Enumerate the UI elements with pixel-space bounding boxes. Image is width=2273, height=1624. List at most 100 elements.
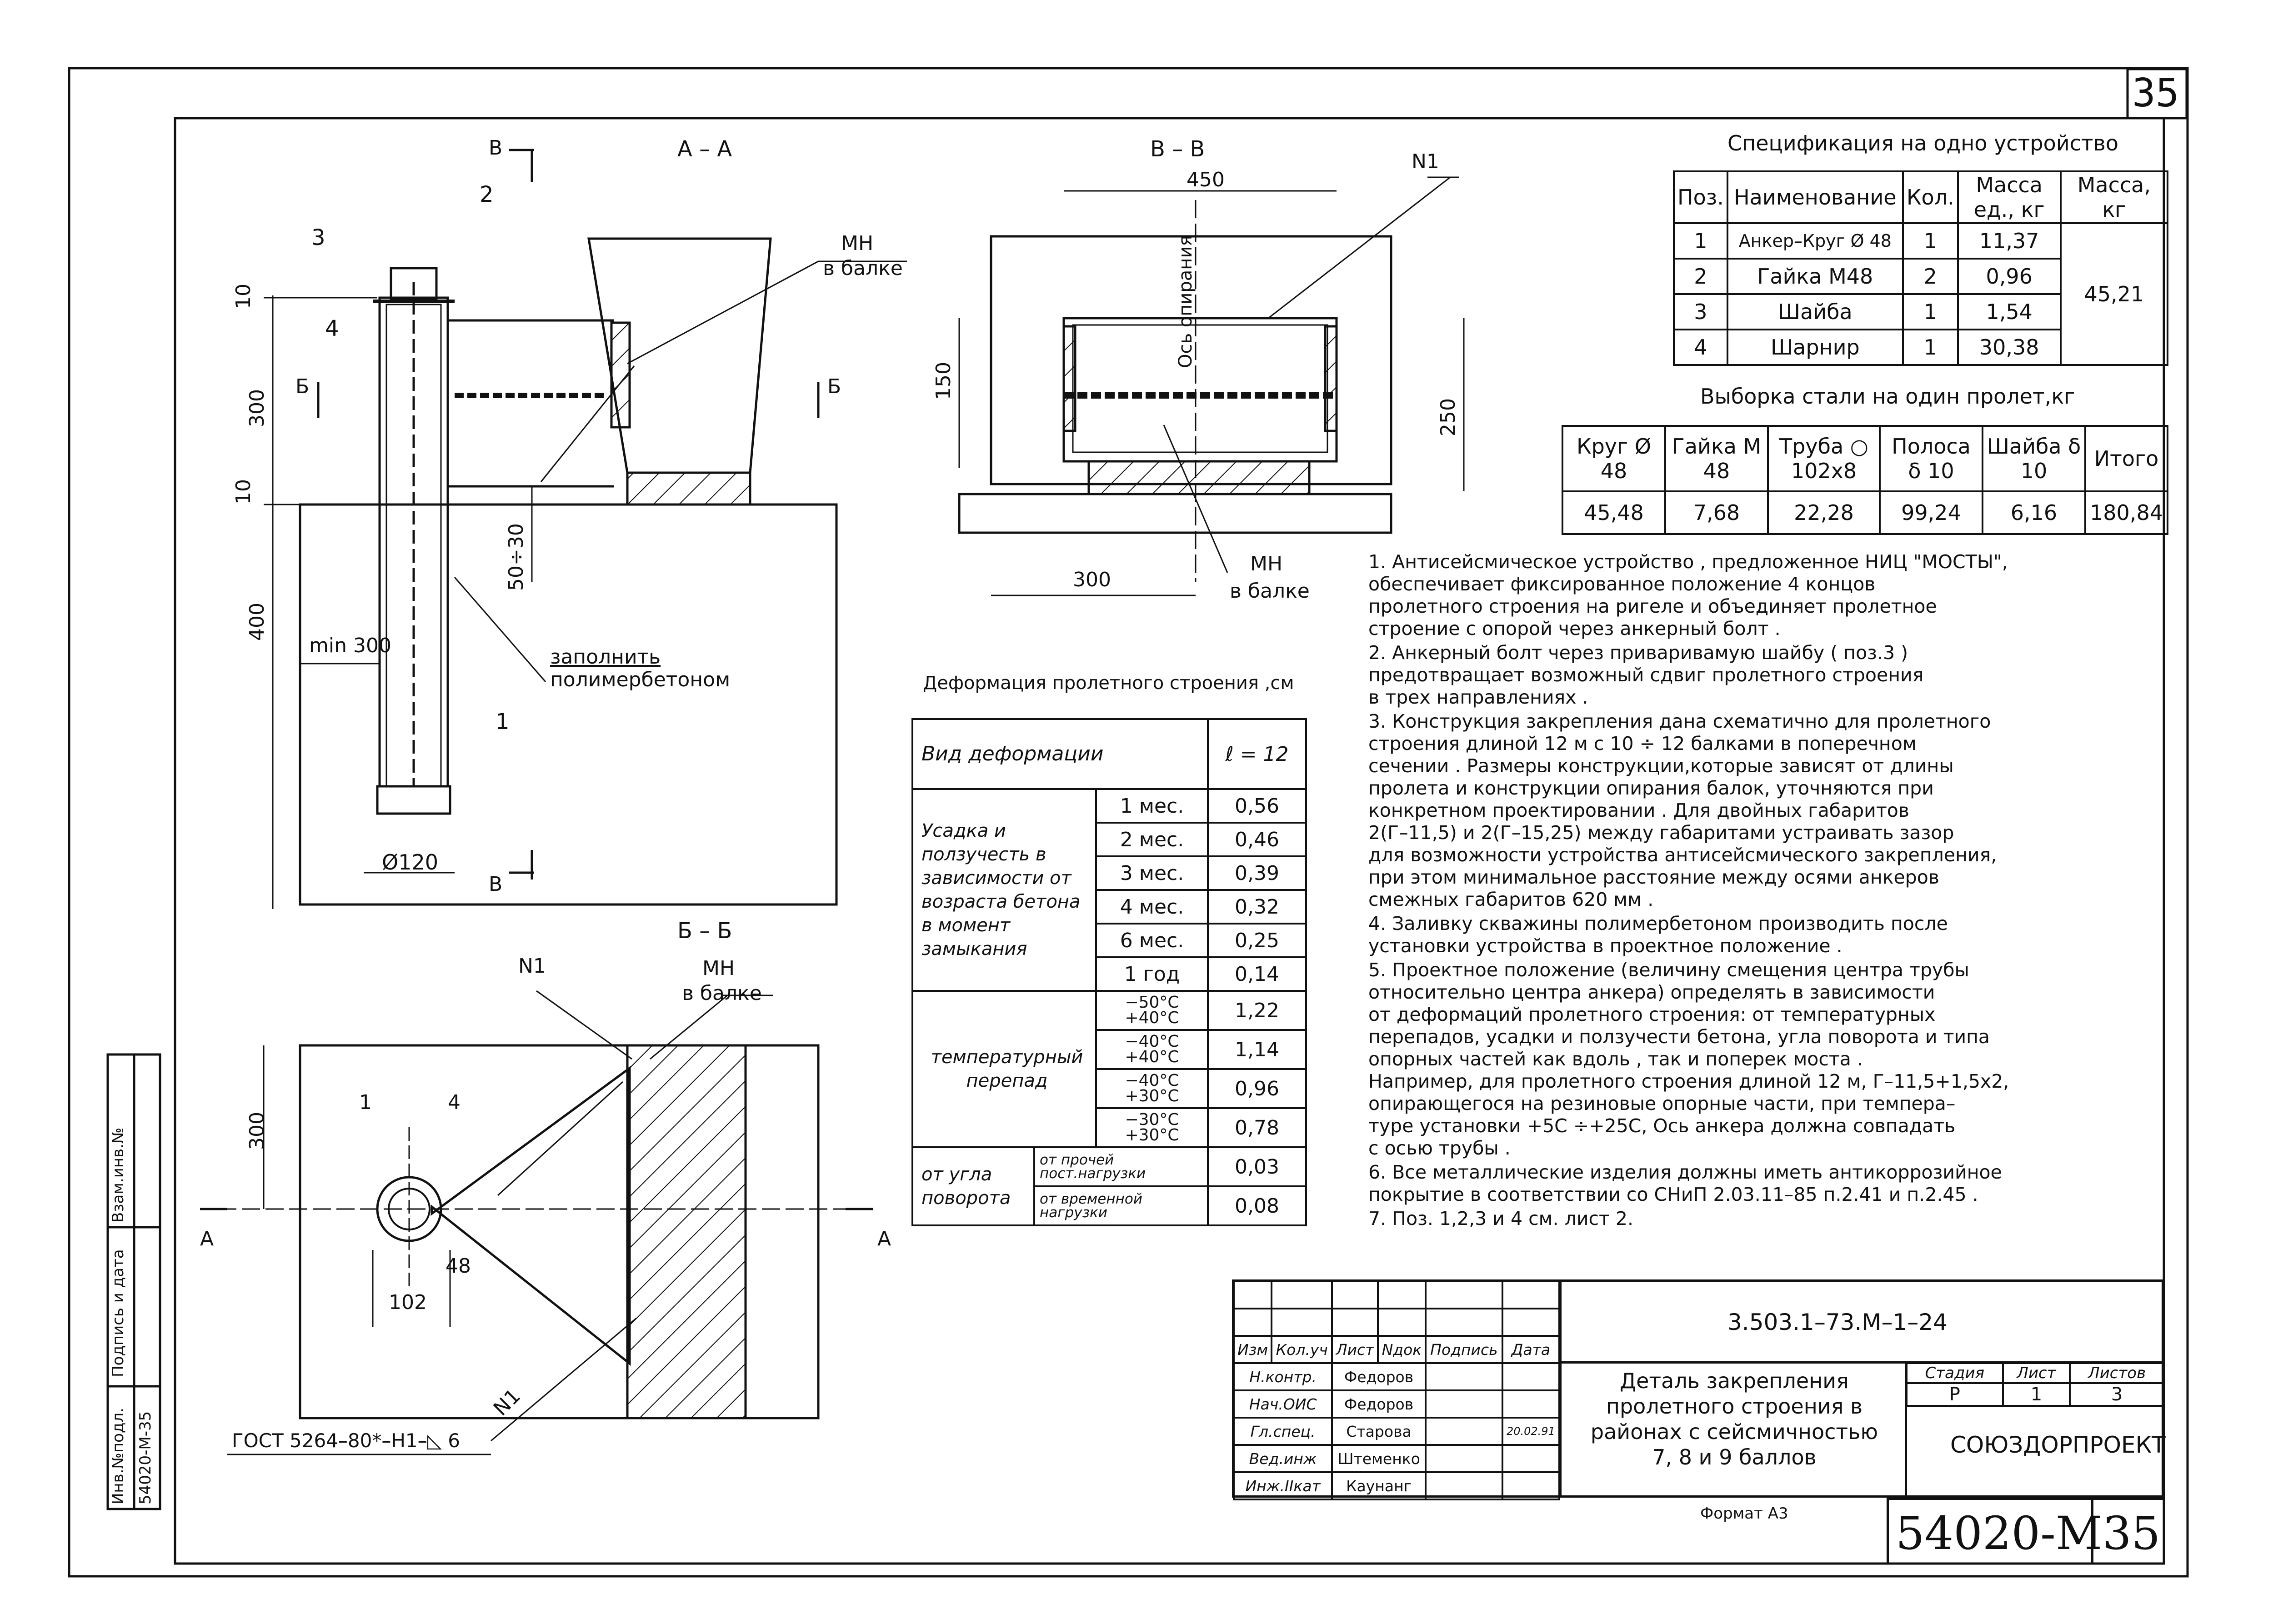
view-section-b	[200, 990, 873, 1455]
cc-label-mn: МН	[702, 957, 735, 980]
spec-row-name: Шайба	[1726, 293, 1904, 330]
bb-dim-300: 300	[1073, 568, 1111, 591]
steel-header: Круг Ø 48	[1562, 425, 1666, 492]
spec-header-name: Наименование	[1726, 170, 1904, 224]
stamp-header: Лист	[1331, 1335, 1379, 1364]
spec-row-pos: 3	[1673, 293, 1728, 330]
spec-header-mass: Масса, кг	[2059, 170, 2169, 224]
deform-row-label: −30°С +30°С	[1095, 1107, 1209, 1148]
bb-label-in-beam: в балке	[1230, 580, 1310, 603]
stamp-header: Кол.уч	[1271, 1335, 1333, 1364]
deform-group-temperature: температурный перепад	[911, 990, 1097, 1148]
side-stamp-label-replace: Взам.инв.№	[109, 1127, 127, 1223]
aa-pos-3: 3	[311, 225, 325, 250]
sheet-number-top: 35	[2132, 70, 2179, 116]
deform-row-value: 0,56	[1207, 788, 1307, 824]
stamp-date: 20.02.91	[1501, 1417, 1561, 1446]
stamp-header: Изм	[1232, 1335, 1273, 1364]
title-block-signatures: Изм Кол.уч Лист Nдок Подпись Дата Н.конт…	[1232, 1280, 1561, 1500]
stamp-signature	[1424, 1471, 1503, 1500]
spec-row-mass: 30,38	[1957, 329, 2062, 366]
side-stamp-inv-value: 54020-М-35	[136, 1411, 155, 1504]
note-6: 6. Все металлические изделия должны имет…	[1368, 1161, 2002, 1205]
stamp-signature	[1424, 1417, 1503, 1446]
view-section-b-title: Б – Б	[677, 918, 732, 944]
sheet-code-number: 35	[2103, 1507, 2161, 1560]
spec-header-unit-mass: Масса ед., кг	[1957, 170, 2062, 224]
stage-header: Листов	[2069, 1362, 2165, 1384]
deform-row-value: 0,03	[1207, 1146, 1307, 1187]
aa-callout-in-beam: в балке	[823, 257, 903, 280]
deform-row-label: −40°С +40°С	[1095, 1029, 1209, 1070]
steel-value: 180,84	[2084, 490, 2168, 535]
note-7: 7. Поз. 1,2,3 и 4 см. лист 2.	[1368, 1208, 1634, 1229]
deform-row-value: 1,22	[1207, 990, 1307, 1031]
spec-row-name: Гайка М48	[1726, 258, 1904, 295]
aa-mark-b-bottom: В	[489, 873, 503, 896]
steel-header: Полоса δ 10	[1879, 425, 1983, 492]
deform-row-value: 0,39	[1207, 855, 1307, 891]
spec-table-title: Спецификация на одно устройство	[1727, 131, 2118, 155]
cc-mark-a-right: А	[877, 1227, 891, 1250]
steel-header: Итого	[2084, 425, 2168, 492]
cc-dim-300: 300	[245, 1112, 269, 1150]
spec-row-pos: 2	[1673, 258, 1728, 295]
stamp-person: Каунанг	[1331, 1471, 1427, 1500]
spec-row-mass: 0,96	[1957, 258, 2062, 295]
deform-row-value: 0,78	[1207, 1107, 1307, 1148]
steel-value: 99,24	[1879, 490, 1983, 535]
cc-label-n1-top: N1	[518, 954, 546, 978]
steel-value: 7,68	[1664, 490, 1769, 535]
steel-value: 22,28	[1767, 490, 1881, 535]
bb-dim-150: 150	[932, 362, 955, 400]
cc-dim-102: 102	[389, 1291, 427, 1314]
deform-row-label: 3 мес.	[1095, 855, 1209, 891]
deform-row-label: 2 мес.	[1095, 822, 1209, 857]
side-stamp-label-inv: Инв.№подл.	[109, 1408, 127, 1504]
deform-row-value: 0,08	[1207, 1185, 1307, 1226]
side-stamp-label-sign: Подпись и дата	[109, 1249, 127, 1377]
aa-mark-b-top: В	[489, 136, 503, 160]
stamp-header: Подпись	[1424, 1335, 1503, 1364]
bb-dim-250: 250	[1437, 398, 1460, 436]
view-bb	[958, 176, 1465, 596]
aa-dim-d120: Ø120	[382, 850, 439, 874]
spec-row-name: Анкер–Круг Ø 48	[1726, 222, 1904, 260]
organization: СОЮЗДОРПРОЕКТ	[1950, 1432, 2166, 1458]
spec-row-qty: 1	[1902, 293, 1959, 330]
note-2: 2. Анкерный болт через приваривамую шайб…	[1368, 642, 1924, 708]
spec-row-mass: 11,37	[1957, 222, 2062, 260]
deform-header-l: ℓ = 12	[1207, 718, 1307, 790]
stamp-person: Старова	[1331, 1417, 1427, 1446]
view-aa-title: А – А	[677, 136, 732, 162]
spec-total-mass: 45,21	[2059, 222, 2169, 366]
inner-frame	[174, 117, 2165, 1565]
sheets-total: 3	[2069, 1382, 2165, 1407]
aa-mark-section-right: Б	[827, 375, 841, 398]
steel-header: Труба ○ 102х8	[1767, 425, 1881, 492]
deform-row-value: 1,14	[1207, 1029, 1307, 1070]
bb-dim-450: 450	[1187, 168, 1225, 191]
cc-mark-a-left: А	[200, 1227, 214, 1250]
spec-row-name: Шарнир	[1726, 329, 1904, 366]
deform-row-label: 1 мес.	[1095, 788, 1209, 824]
cc-label-in-beam: в балке	[682, 982, 762, 1005]
sheet-value: 1	[2002, 1382, 2071, 1407]
deform-row-label: от временной нагрузки	[1033, 1185, 1209, 1226]
steel-header: Гайка М 48	[1664, 425, 1769, 492]
deform-table-title: Деформация пролетного строения ,см	[923, 673, 1294, 694]
deform-group-rotation: от угла поворота	[911, 1146, 1035, 1226]
cc-label-pos1: 1	[359, 1091, 372, 1114]
notes-block: 1. Антисейсмическое устройство , предлож…	[1368, 551, 2178, 1232]
stamp-role: Нач.ОИС	[1232, 1389, 1333, 1419]
aa-mark-section-left: Б	[295, 375, 310, 398]
spec-row-mass: 1,54	[1957, 293, 2062, 330]
stamp-person: Федоров	[1331, 1362, 1427, 1391]
aa-dim-10-bottom: 10	[232, 479, 255, 505]
sheet-code: 54020-М	[1896, 1507, 2103, 1560]
deform-row-value: 0,14	[1207, 956, 1307, 992]
deform-row-label: 6 мес.	[1095, 923, 1209, 958]
cc-dim-48: 48	[446, 1254, 471, 1278]
stage-value: Р	[1906, 1382, 2004, 1407]
stamp-header: Nдок	[1377, 1335, 1427, 1364]
